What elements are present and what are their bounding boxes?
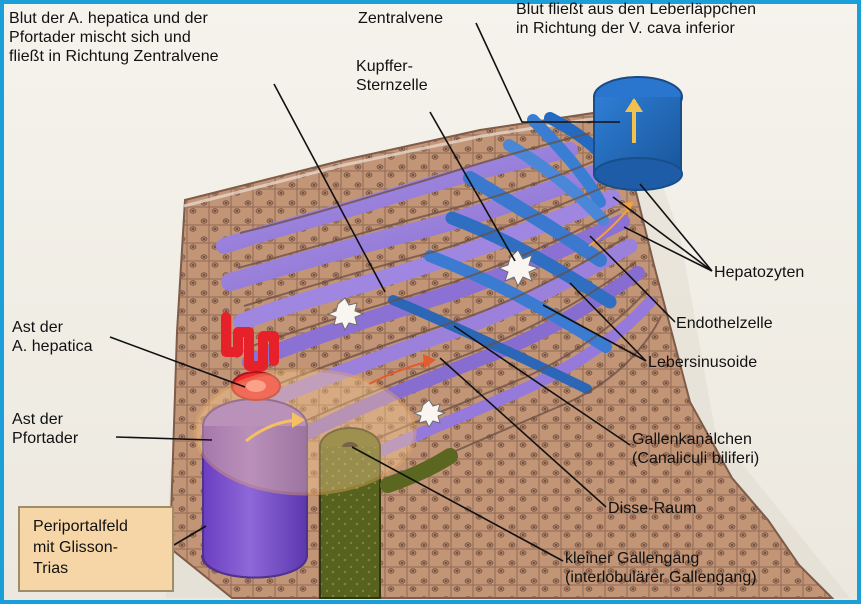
- blood-mix-label: Blut der A. hepatica und der Pfortader m…: [9, 9, 333, 66]
- endothelial-cell-label: Endothelzelle: [676, 314, 826, 333]
- portal-vein-branch-label: Ast der Pfortader: [12, 410, 132, 448]
- small-bile-duct-label: kleiner Gallengang (interlobulärer Galle…: [565, 549, 857, 587]
- hepatic-artery-branch-label: Ast der A. hepatica: [12, 318, 132, 356]
- disse-space-label: Disse-Raum: [608, 499, 738, 518]
- kupffer-label: Kupffer- Sternzelle: [356, 57, 466, 95]
- periportal-field-label: Periportalfeld mit Glisson- Trias: [33, 516, 128, 579]
- blood-flow-out-label: Blut fließt aus den Leberläppchen in Ric…: [516, 0, 856, 38]
- sinusoids-label: Lebersinusoide: [648, 353, 808, 372]
- periportal-field-callout: Periportalfeld mit Glisson- Trias: [18, 506, 174, 592]
- central-vein: [594, 77, 682, 190]
- hepatocytes-label: Hepatozyten: [714, 263, 854, 282]
- bile-canaliculi-label: Gallenkanälchen (Canaliculi biliferi): [632, 430, 812, 468]
- periportal-highlight: [195, 370, 415, 494]
- central-vein-label: Zentralvene: [358, 9, 478, 28]
